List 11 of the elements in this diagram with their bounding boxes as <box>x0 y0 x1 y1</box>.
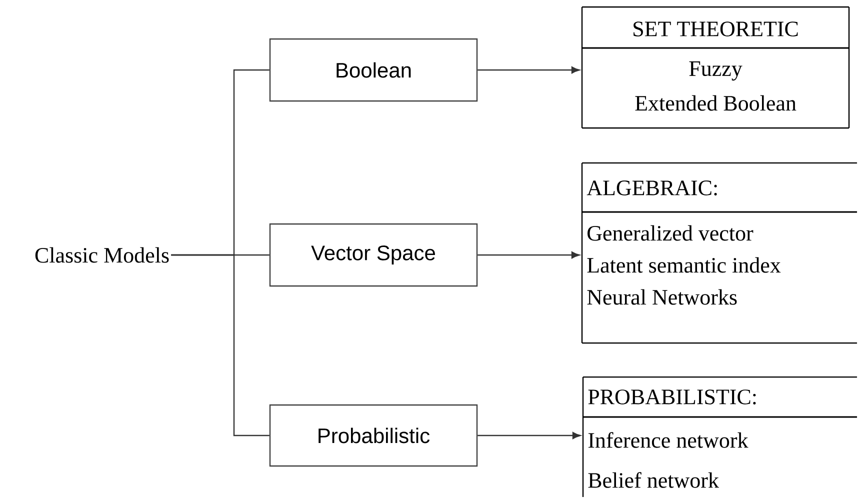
root-label: Classic Models <box>35 247 169 263</box>
model-box: Boolean <box>269 38 478 102</box>
category-box: ALGEBRAIC: Generalized vector Latent semantic index Neural Networks <box>581 162 857 344</box>
model-box: Probabilistic <box>269 404 478 467</box>
arrow <box>478 251 580 259</box>
connector-line <box>171 254 270 436</box>
category-box: PROBABILISTIC: Inference network Belief network <box>582 376 857 497</box>
model-box: Vector Space <box>269 223 478 287</box>
category-box: SET THEORETIC Fuzzy Extended Boolean <box>581 6 850 129</box>
arrow <box>478 66 580 74</box>
arrow <box>478 432 581 440</box>
